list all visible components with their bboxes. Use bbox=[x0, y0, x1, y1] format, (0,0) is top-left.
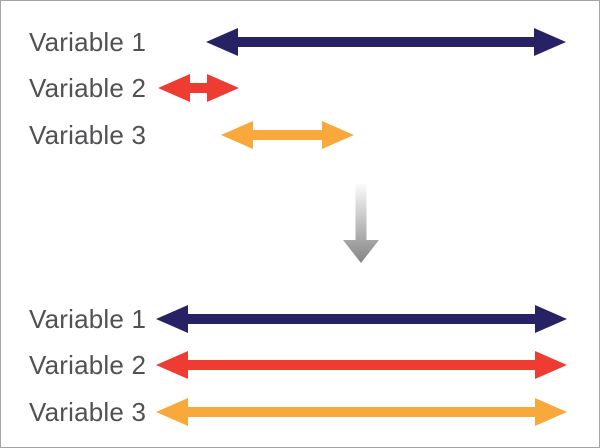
range-arrow-red bbox=[156, 351, 567, 379]
range-arrow-orange bbox=[221, 121, 354, 149]
variable-label: Variable 3 bbox=[29, 120, 147, 150]
variable-label: Variable 2 bbox=[29, 350, 147, 380]
variable-row: Variable 1 bbox=[1, 301, 599, 337]
variable-label: Variable 1 bbox=[29, 27, 147, 57]
variable-label: Variable 1 bbox=[29, 304, 147, 334]
range-arrow-orange bbox=[156, 398, 567, 426]
variable-row: Variable 3 bbox=[1, 394, 599, 430]
variable-label: Variable 2 bbox=[29, 73, 147, 103]
range-arrow-red bbox=[158, 74, 239, 102]
range-arrow-navy bbox=[206, 28, 566, 56]
variable-row: Variable 3 bbox=[1, 117, 599, 153]
variable-label: Variable 3 bbox=[29, 397, 147, 427]
variable-row: Variable 2 bbox=[1, 70, 599, 106]
down-arrow-icon bbox=[343, 184, 379, 263]
range-arrow-navy bbox=[156, 305, 567, 333]
variable-row: Variable 2 bbox=[1, 347, 599, 383]
variable-row: Variable 1 bbox=[1, 24, 599, 60]
